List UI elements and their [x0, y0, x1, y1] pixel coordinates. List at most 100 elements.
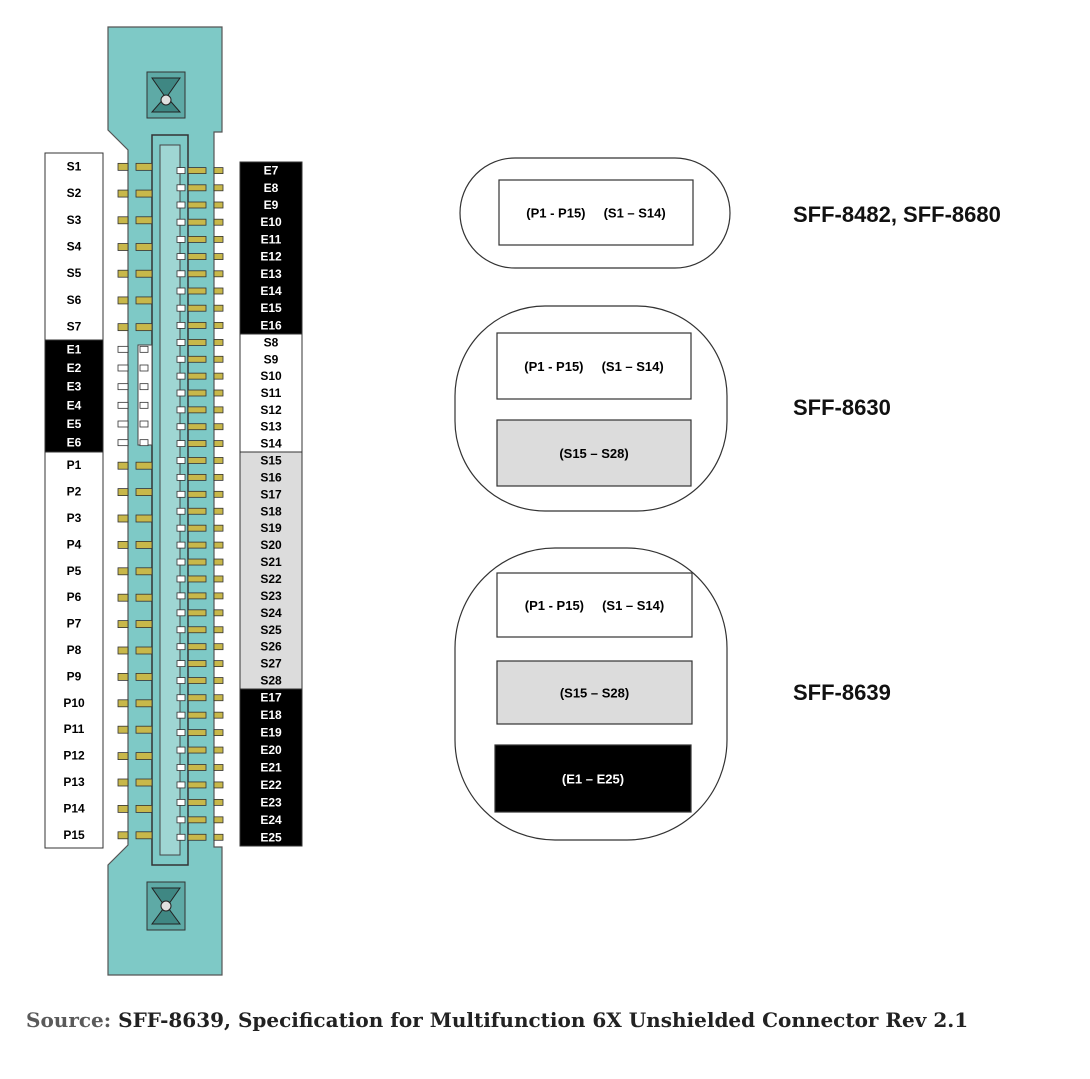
contact-group-label: (E1 – E25)	[562, 772, 624, 787]
contact-pin-e12	[176, 253, 186, 261]
contact-pin-e4	[117, 401, 129, 409]
contact-pin-inner-p7	[135, 620, 153, 628]
contact-pin-s12	[176, 406, 186, 414]
contact-pin-p6	[117, 593, 129, 602]
contact-pin-outer-e8	[213, 184, 224, 192]
standard-sff-8630: (P1 - P15) (S1 – S14)(S15 – S28)SFF-8630	[454, 305, 891, 512]
contact-pin-s4	[117, 243, 129, 251]
contact-pin-outer-s12	[213, 406, 224, 414]
pin-label-e6: E6	[67, 436, 82, 450]
contact-pin-inner-e21	[187, 764, 207, 771]
contact-pin-outer-s22	[213, 575, 224, 583]
contact-pin-e22	[176, 781, 186, 789]
contact-pin-inner-p5	[135, 567, 153, 576]
contact-pin-s6	[117, 296, 129, 305]
standard-name-label: SFF-8639	[793, 680, 891, 705]
contact-pin-inner-s9	[187, 355, 207, 363]
pin-label-e10: E10	[260, 215, 282, 229]
pin-label-s15: S15	[260, 453, 282, 467]
contact-pin-inner-s23	[187, 592, 207, 600]
contact-group-box	[498, 179, 694, 246]
pin-label-s21: S21	[260, 555, 282, 569]
contact-pin-inner-s5	[135, 269, 153, 278]
contact-pin-p14	[117, 805, 129, 813]
contact-group-label: (P1 - P15) (S1 – S14)	[525, 598, 664, 613]
contact-pin-inner-p15	[135, 831, 153, 840]
contact-pin-s21	[176, 558, 186, 566]
contact-pin-e5	[117, 420, 129, 428]
contact-pin-e23	[176, 798, 186, 806]
pin-label-p3: P3	[67, 511, 82, 525]
contact-pin-e19	[176, 729, 186, 737]
pin-label-e12: E12	[260, 250, 282, 264]
contact-pin-inner-e14	[187, 287, 207, 295]
pin-label-e4: E4	[67, 398, 82, 412]
right-column-segment-bg	[239, 333, 303, 453]
contact-pin-e20	[176, 746, 186, 754]
standard-name-label: SFF-8630	[793, 395, 891, 420]
right-column-segment-3: S15S16S17S18S19S20S21S22S23S24S25S26S27S…	[239, 451, 303, 690]
contact-pin-p15	[117, 831, 129, 840]
pin-label-e20: E20	[260, 743, 282, 757]
contact-pin-outer-e22	[213, 781, 224, 789]
contact-pin-inner-e25	[187, 833, 207, 841]
contact-pin-inner-p13	[135, 778, 153, 787]
pin-label-e2: E2	[67, 361, 82, 375]
contact-pin-inner-s14	[187, 440, 207, 447]
contact-pin-outer-s15	[213, 457, 224, 464]
pin-label-s20: S20	[260, 538, 282, 552]
contact-pin-inner-e12	[187, 253, 207, 261]
contact-pin-outer-s24	[213, 609, 224, 617]
contact-pin-inner-s19	[187, 524, 207, 532]
contact-pin-e10	[176, 218, 186, 226]
contact-pin-e6	[117, 439, 129, 447]
contact-pin-inner-p11	[135, 725, 153, 734]
contact-pin-inner-s15	[187, 457, 207, 464]
contact-pin-p12	[117, 752, 129, 760]
pin-label-p15: P15	[63, 828, 85, 842]
pin-label-e11: E11	[261, 232, 282, 246]
contact-pin-outer-e21	[213, 764, 224, 771]
contact-pin-s16	[176, 473, 186, 481]
pins-layer	[117, 162, 224, 841]
contact-pin-outer-s27	[213, 660, 224, 668]
contact-pin-e21	[176, 764, 186, 771]
contact-pin-s23	[176, 592, 186, 600]
contact-pin-s26	[176, 643, 186, 651]
contact-pin-inner-e4	[139, 401, 149, 409]
contact-pin-outer-s17	[213, 490, 224, 498]
contact-pin-outer-e7	[213, 167, 224, 175]
contact-pin-s2	[117, 189, 129, 198]
contact-pin-inner-s21	[187, 558, 207, 566]
contact-pin-outer-e11	[213, 235, 224, 243]
contact-pin-outer-s18	[213, 507, 224, 515]
contact-pin-s7	[117, 323, 129, 332]
pin-label-s27: S27	[260, 657, 282, 671]
pin-label-e18: E18	[260, 708, 282, 722]
contact-pin-e9	[176, 201, 186, 209]
pin-label-e5: E5	[67, 417, 82, 431]
caption-source-label: Source:	[26, 1008, 112, 1032]
contact-pin-inner-s13	[187, 423, 207, 431]
contact-pin-outer-e19	[213, 729, 224, 737]
contact-group-box	[496, 572, 693, 638]
contact-pin-s11	[176, 389, 186, 397]
pin-label-e25: E25	[260, 830, 282, 844]
contact-pin-s15	[176, 457, 186, 464]
pin-label-s26: S26	[260, 640, 282, 654]
contact-pin-outer-s23	[213, 592, 224, 600]
left-column-segment-bg	[44, 451, 104, 849]
left-column-segment-bg	[44, 339, 104, 453]
contact-pin-inner-e18	[187, 711, 207, 719]
contact-pin-outer-s19	[213, 524, 224, 532]
contact-pin-inner-p4	[135, 541, 153, 549]
pin-label-e9: E9	[264, 198, 279, 212]
contact-pin-p9	[117, 673, 129, 681]
pin-label-s11: S11	[261, 386, 282, 400]
contact-pin-outer-s26	[213, 643, 224, 651]
contact-pin-inner-e1	[139, 345, 149, 353]
pin-label-p6: P6	[67, 590, 82, 604]
contact-group-label: (P1 - P15) (S1 – S14)	[524, 359, 663, 374]
